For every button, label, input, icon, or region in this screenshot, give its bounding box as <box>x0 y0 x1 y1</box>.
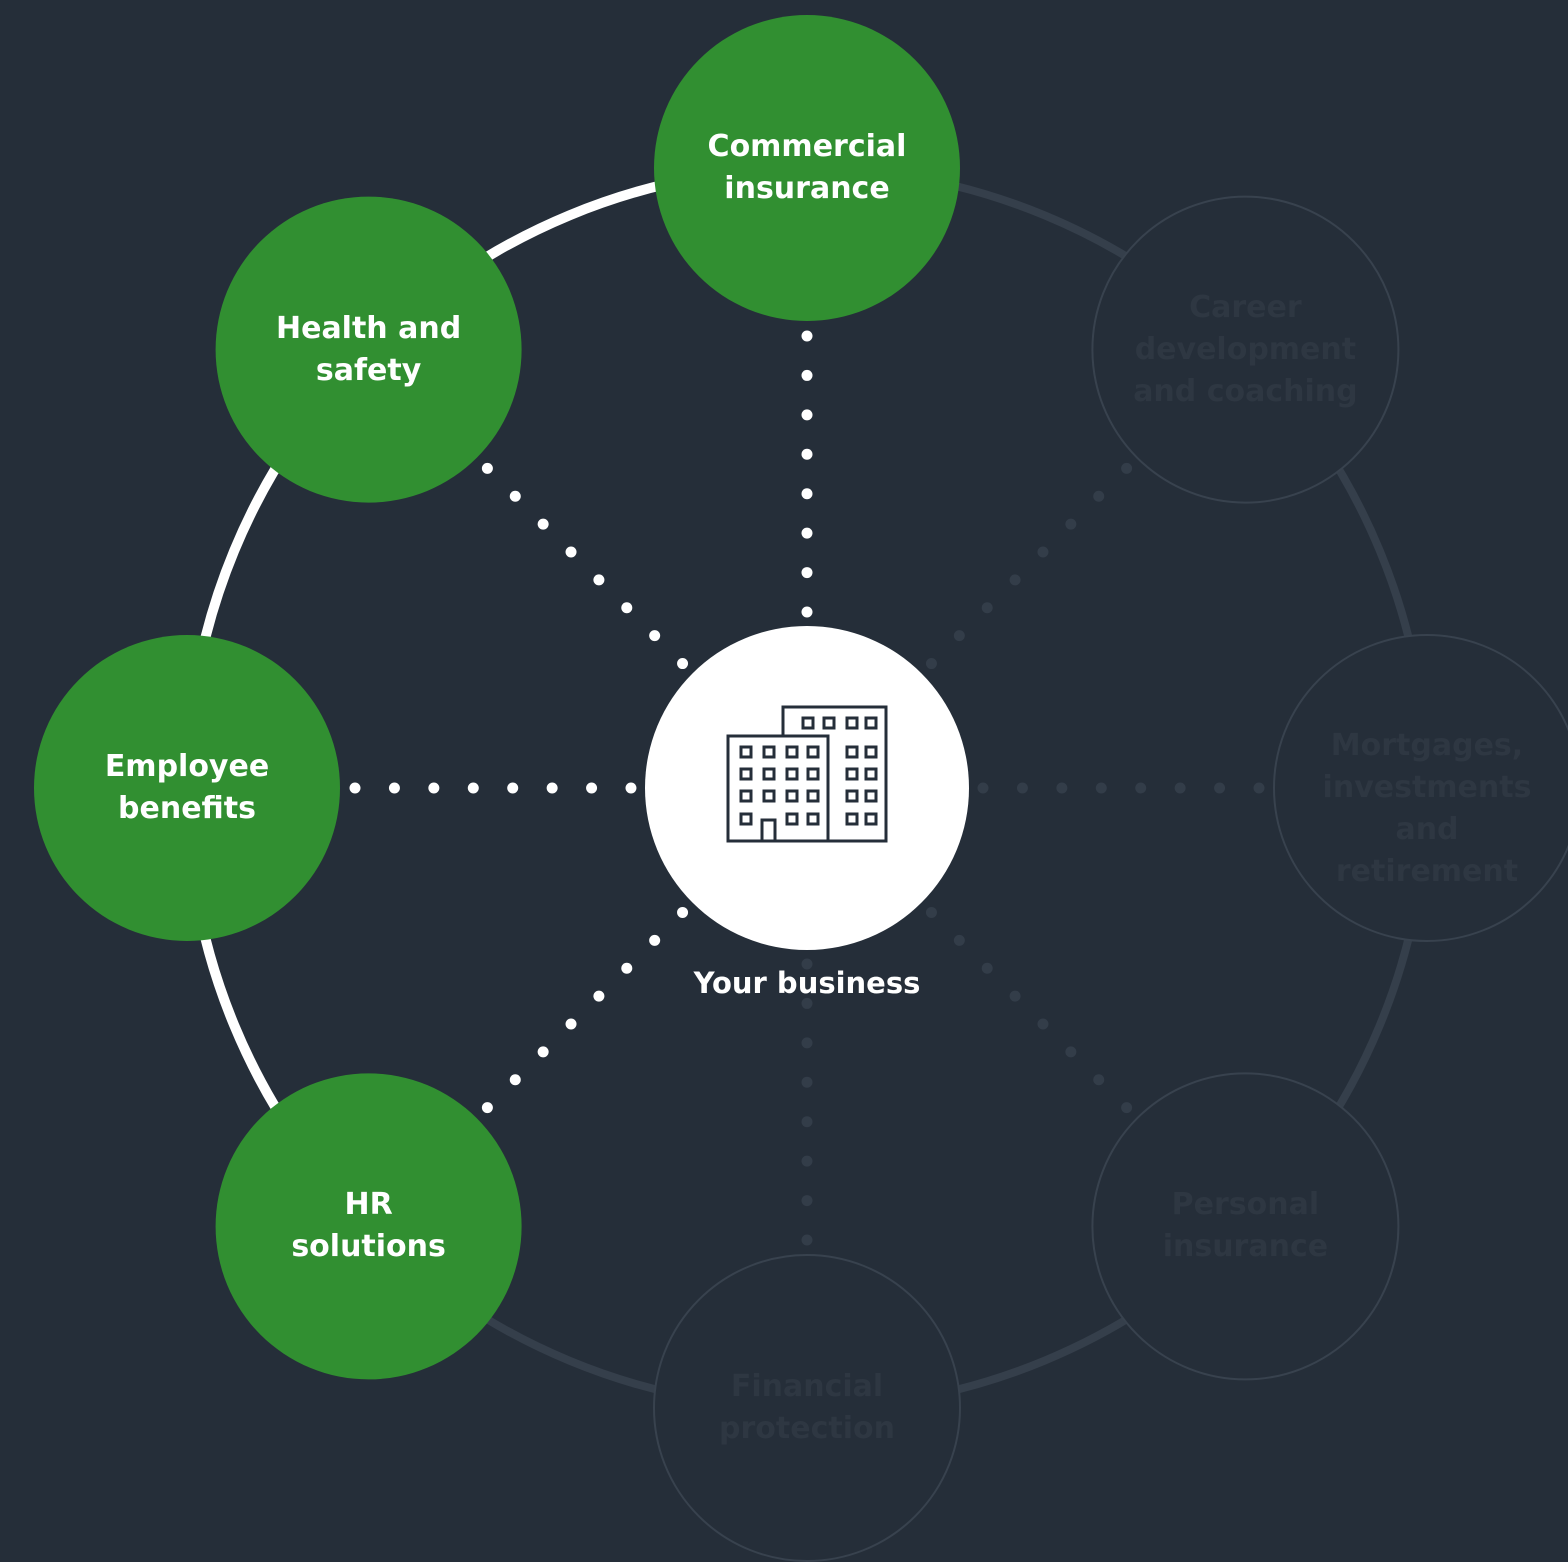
node-label-hr-solutions: HR solutions <box>291 1187 446 1265</box>
connector-dot <box>953 630 965 642</box>
connector-dot <box>953 934 965 946</box>
connector-dot <box>625 782 637 794</box>
connector-dot <box>428 782 440 794</box>
connector-dot <box>801 369 813 381</box>
connector-dot <box>1009 574 1021 586</box>
connector-dot <box>1093 490 1105 502</box>
node-label-employee-benefits: Employee benefits <box>104 749 270 826</box>
connector-dot <box>586 782 598 794</box>
connector-dot <box>801 527 813 539</box>
connector-dot <box>801 488 813 500</box>
connector-dot <box>649 934 661 946</box>
connector-dot <box>481 1102 493 1114</box>
node-financial-protection <box>653 1254 961 1562</box>
connector-dot <box>801 1116 813 1128</box>
connector-dot <box>1093 1074 1105 1086</box>
connector-dot <box>1135 782 1147 794</box>
connector-dot <box>481 462 493 474</box>
connector-dot <box>1095 782 1107 794</box>
connector-dot <box>649 630 661 642</box>
center-label: Your business <box>693 966 921 1000</box>
connector-dot <box>801 1076 813 1088</box>
connector-dot <box>537 518 549 530</box>
node-label-health-and-safety: Health and safety <box>275 310 462 388</box>
connector-dot <box>565 1018 577 1030</box>
connector-dot <box>467 782 479 794</box>
connector-dot <box>509 1074 521 1086</box>
connector-dot <box>801 1155 813 1167</box>
node-health-and-safety <box>215 196 522 503</box>
connector-dot <box>925 658 937 670</box>
connector-dot <box>801 409 813 421</box>
connector-dot <box>1065 1046 1077 1058</box>
connector-dot <box>621 962 633 974</box>
connector-dot <box>981 602 993 614</box>
node-label-mortgages: Mortgages, investments and retirement <box>1322 728 1532 889</box>
connector-dot <box>801 567 813 579</box>
connector-dot <box>1121 462 1133 474</box>
connector-dot <box>546 782 558 794</box>
connector-dot <box>593 990 605 1002</box>
node-label-commercial-insurance: Commercial insurance <box>707 129 907 206</box>
connector-dot <box>801 958 813 970</box>
connector-dot <box>981 962 993 974</box>
node-personal-insurance <box>1091 1072 1400 1381</box>
connector-dot <box>1121 1102 1133 1114</box>
connector-dot <box>801 1195 813 1207</box>
connector-dot <box>388 782 400 794</box>
connector-dot <box>349 782 361 794</box>
connector-dot <box>509 490 521 502</box>
connector-dot <box>677 906 689 918</box>
node-commercial-insurance <box>654 15 960 321</box>
connector-dot <box>801 448 813 460</box>
node-label-financial-protection: Financial protection <box>719 1369 895 1446</box>
connector-dot <box>565 546 577 558</box>
node-employee-benefits <box>34 635 340 941</box>
node-label-personal-insurance: Personal insurance <box>1162 1187 1329 1265</box>
connector-dot <box>801 1234 813 1246</box>
connector-dot <box>801 606 813 618</box>
office-building-icon <box>726 705 888 843</box>
connector-dot <box>801 1037 813 1049</box>
connector-dot <box>593 574 605 586</box>
connector-dot <box>1016 782 1028 794</box>
connector-dot <box>537 1046 549 1058</box>
node-career-development <box>1091 195 1400 504</box>
connector-dot <box>1253 782 1265 794</box>
node-mortgages <box>1273 634 1568 942</box>
connector-dot <box>925 906 937 918</box>
connector-dot <box>1214 782 1226 794</box>
node-label-career-development: Career development and coaching <box>1133 289 1358 409</box>
connector-dot <box>1056 782 1068 794</box>
connector-dot <box>1174 782 1186 794</box>
connector-dot <box>801 997 813 1009</box>
connector-dot <box>677 658 689 670</box>
connector-dot <box>1037 1018 1049 1030</box>
connector-dot <box>1037 546 1049 558</box>
connector-dot <box>801 330 813 342</box>
connector-dot <box>1065 518 1077 530</box>
connector-dot <box>621 602 633 614</box>
connector-dot <box>977 782 989 794</box>
connector-dot <box>1009 990 1021 1002</box>
connector-dot <box>507 782 519 794</box>
node-hr-solutions <box>215 1073 522 1380</box>
